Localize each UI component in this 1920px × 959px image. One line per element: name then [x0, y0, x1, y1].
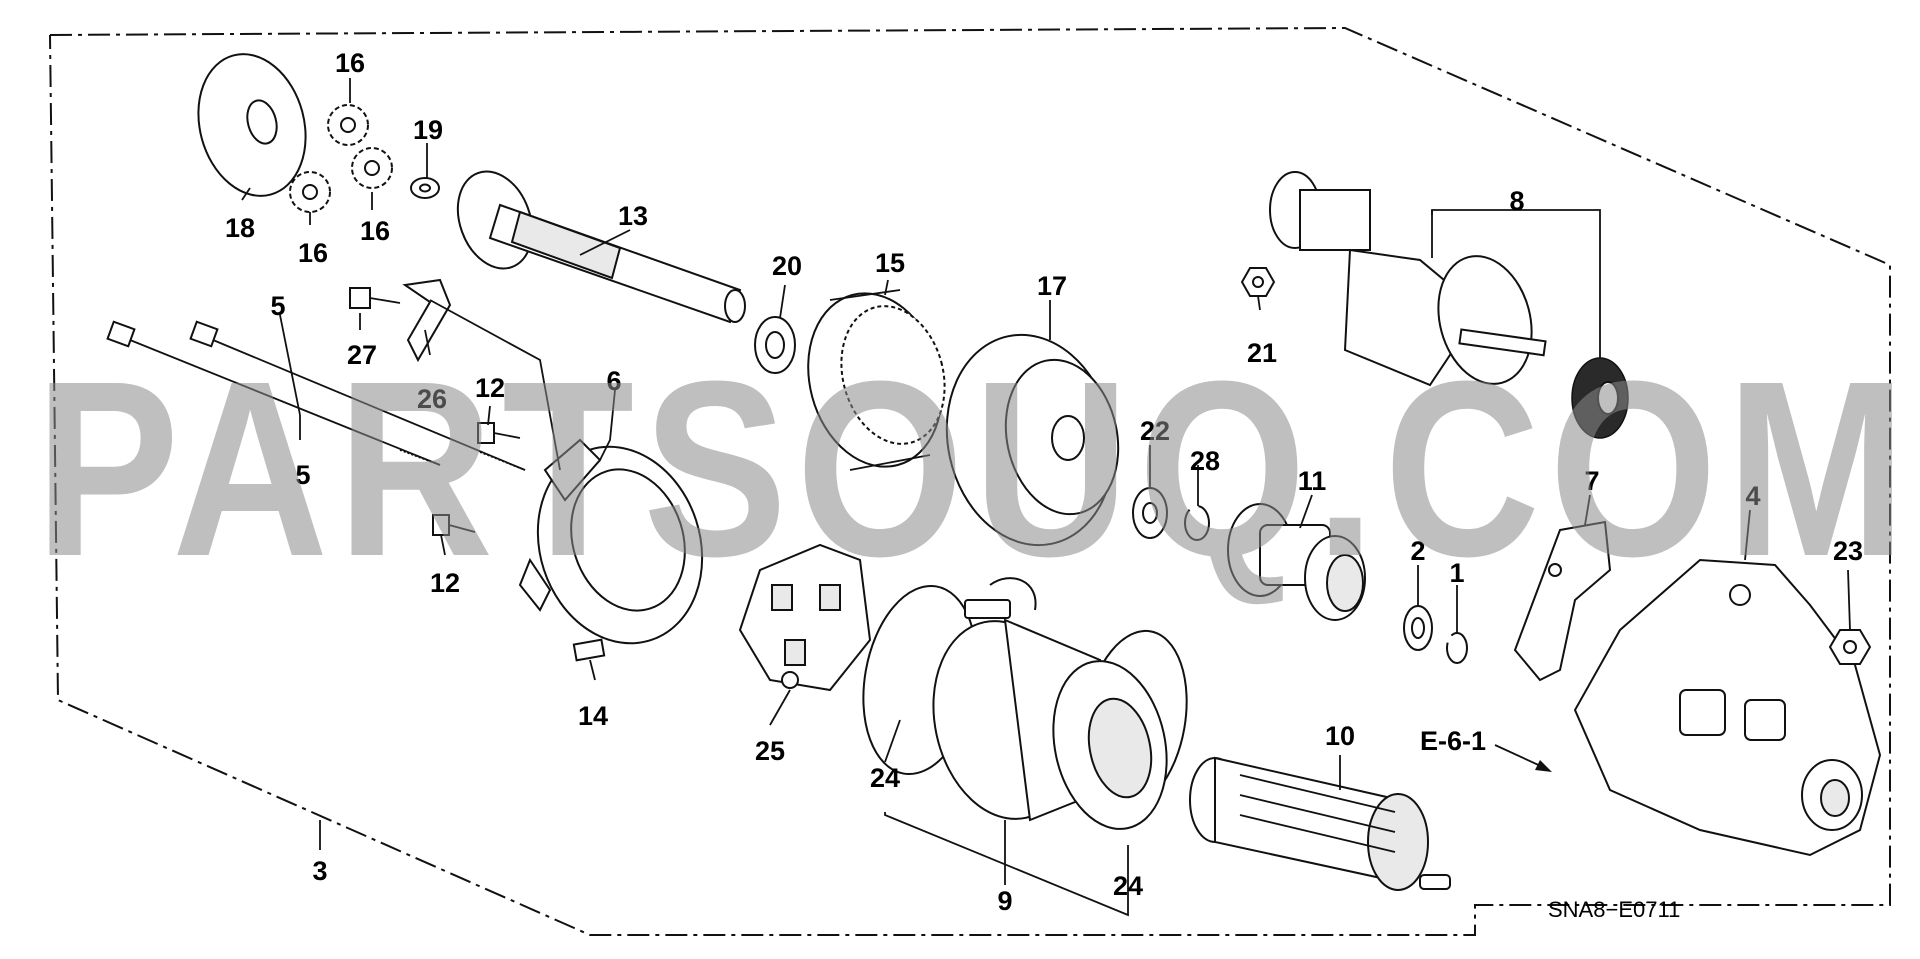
callout-20: 20: [772, 251, 802, 281]
callout-26: 26: [417, 384, 447, 414]
part-4-front-housing[interactable]: [1573, 558, 1882, 857]
part-14-clip[interactable]: [572, 638, 606, 662]
part-8-solenoid-switch[interactable]: [1269, 171, 1629, 439]
part-26-holder[interactable]: [402, 278, 452, 363]
callout-28: 28: [1190, 446, 1220, 476]
callout-1: 1: [1449, 558, 1464, 588]
part-16-planetary-gear[interactable]: [327, 104, 369, 146]
callout-2: 2: [1410, 536, 1425, 566]
callout-5b: 5: [295, 460, 310, 490]
callout-12b: 12: [430, 568, 460, 598]
part-5-through-bolt[interactable]: [189, 320, 526, 471]
part-1-stopper-ring[interactable]: [1446, 632, 1468, 664]
callout-23: 23: [1833, 536, 1863, 566]
callout-22: 22: [1140, 416, 1170, 446]
part-10-armature[interactable]: [1189, 756, 1451, 891]
leader-lines: [241, 78, 1851, 917]
callout-25: 25: [755, 736, 785, 766]
callout-14: 14: [578, 701, 608, 731]
callout-19: 19: [413, 115, 443, 145]
part-7-shift-lever[interactable]: [1513, 520, 1612, 682]
part-13-gear-shaft[interactable]: [445, 161, 746, 324]
part-21-nut[interactable]: [1240, 267, 1276, 297]
callout-24b: 24: [1113, 871, 1143, 901]
callout-16c: 16: [298, 238, 328, 268]
part-11-overrunning-clutch[interactable]: [1227, 503, 1366, 621]
reference-arrow: [1494, 744, 1552, 772]
watermark: PARTSOUQ.COM: [35, 329, 1915, 608]
callout-11: 11: [1298, 466, 1327, 496]
callout-8: 8: [1509, 186, 1524, 216]
part-9-yoke[interactable]: [916, 577, 1182, 839]
callout-16b: 16: [360, 216, 390, 246]
callout-9: 9: [997, 886, 1012, 916]
part-5-through-bolt[interactable]: [106, 320, 441, 466]
diagram-code: SNA8−E0711: [1548, 897, 1680, 922]
part-20-washer[interactable]: [754, 316, 796, 374]
reference-label[interactable]: E-6-1: [1420, 726, 1486, 756]
part-15-internal-gear[interactable]: [789, 278, 960, 482]
callout-17: 17: [1037, 271, 1067, 301]
assembly-boundary: [49, 26, 1891, 936]
callout-21: 21: [1247, 338, 1277, 368]
part-16-planetary-gear[interactable]: [289, 171, 331, 213]
part-25-brush-holder[interactable]: [738, 543, 872, 692]
part-16-planetary-gear[interactable]: [351, 147, 393, 189]
callout-10: 10: [1325, 721, 1355, 751]
part-28-snap-ring[interactable]: [1184, 505, 1210, 541]
callout-27: 27: [347, 340, 377, 370]
callout-12a: 12: [475, 373, 505, 403]
part-6-rear-bracket[interactable]: [513, 425, 727, 665]
callout-13: 13: [618, 201, 648, 231]
callout-7: 7: [1584, 466, 1599, 496]
callout-5a: 5: [270, 291, 285, 321]
part-2-stopper-collar[interactable]: [1403, 605, 1433, 651]
part-22-washer[interactable]: [1132, 487, 1168, 539]
part-17-yoke-cover[interactable]: [928, 319, 1132, 560]
part-19-washer[interactable]: [410, 177, 440, 199]
callout-18: 18: [225, 213, 255, 243]
part-27-bolt[interactable]: [349, 287, 401, 309]
callout-15: 15: [875, 248, 905, 278]
callout-24a: 24: [870, 763, 900, 793]
callout-6: 6: [606, 366, 621, 396]
callout-4: 4: [1745, 481, 1760, 511]
callout-16a: 16: [335, 48, 365, 78]
part-12-screw[interactable]: [477, 422, 521, 444]
callout-3: 3: [312, 856, 327, 886]
part-23-nut[interactable]: [1828, 629, 1872, 665]
part-18-planetary-plate[interactable]: [183, 42, 321, 208]
